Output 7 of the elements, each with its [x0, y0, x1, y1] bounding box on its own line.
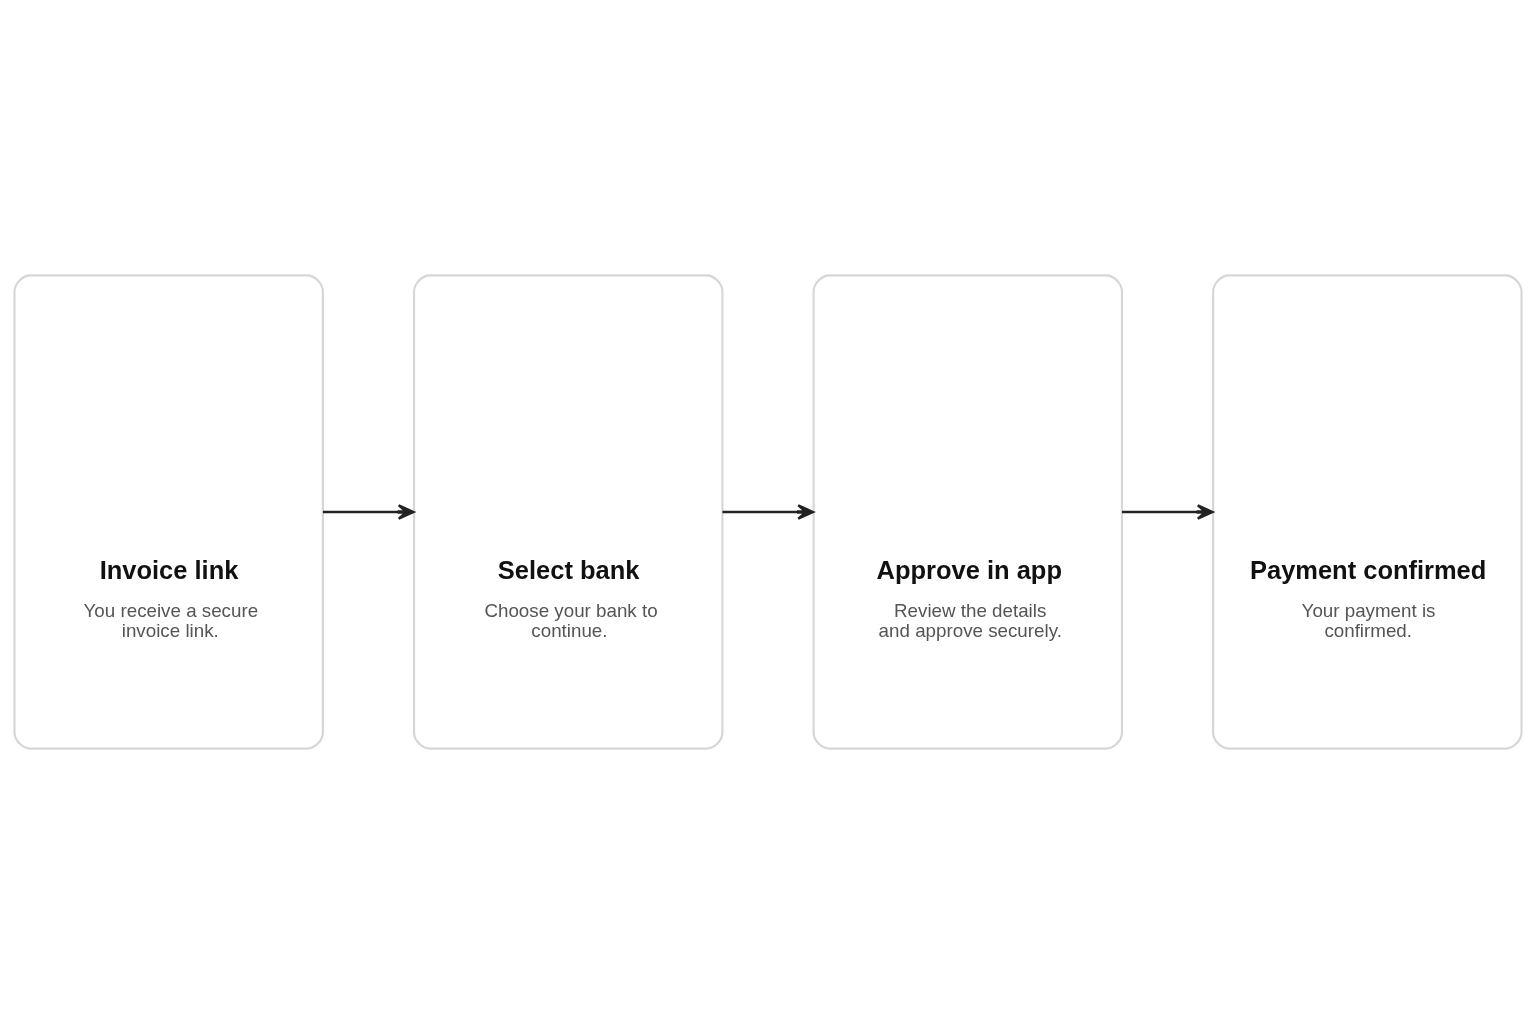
node-box: Invoice link You receive a secure invoice link. — [13, 274, 324, 750]
node-box: Approve in app Review the details and approve securely. — [812, 274, 1124, 750]
arrow — [722, 504, 815, 520]
arrow — [1122, 504, 1214, 520]
arrow — [322, 504, 415, 520]
node-box: Payment confirmed Your payment is confirmed. — [1212, 274, 1523, 750]
node-box: Select bank Choose your bank to continue. — [412, 274, 724, 750]
